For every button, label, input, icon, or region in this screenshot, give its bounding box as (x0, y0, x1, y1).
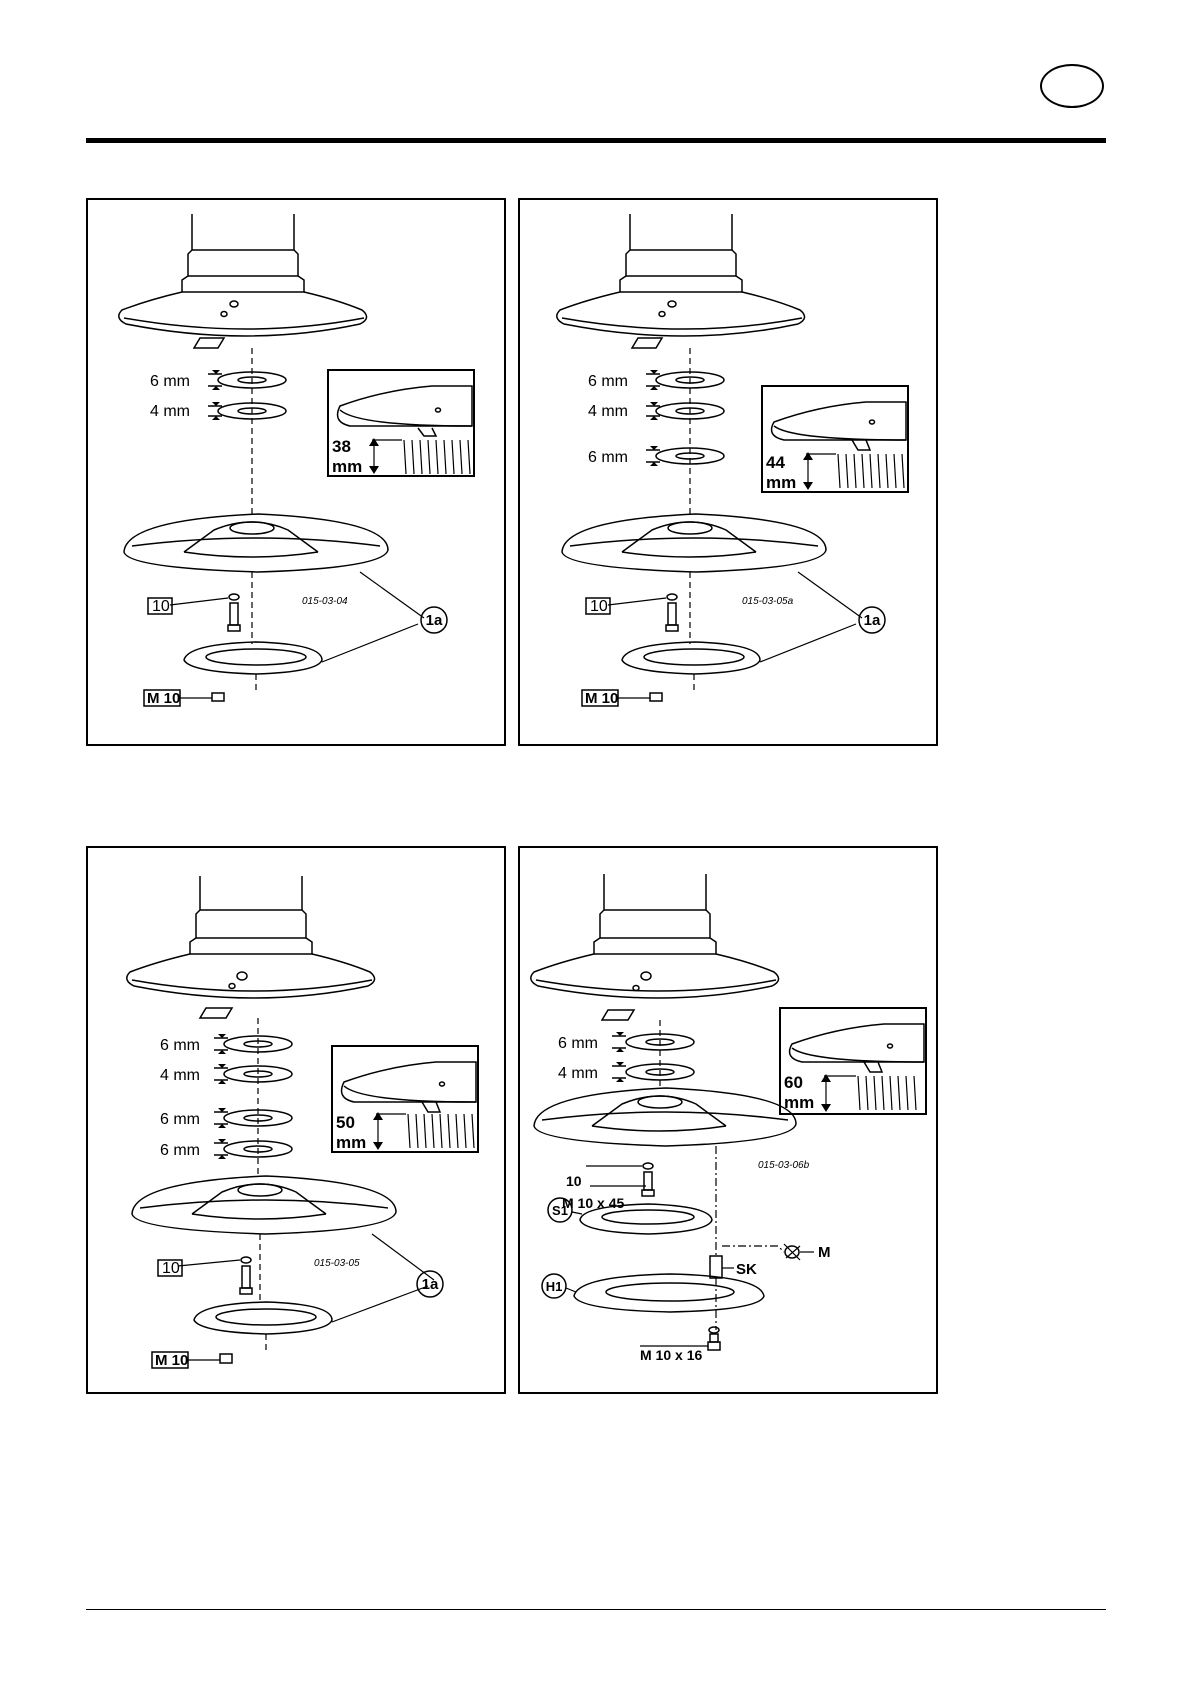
washer-label: 10 (590, 598, 608, 615)
guard-label: H1 (546, 1279, 563, 1294)
assembly-drawing-4: 6 mm 4 mm 60 mm 10 M 10 x 45 S1 H1 SK M … (520, 848, 936, 1392)
language-badge (1040, 64, 1104, 108)
figure-code: 015-03-06b (758, 1160, 810, 1171)
shim-label-3: 6 mm (160, 1111, 200, 1128)
inset-dimension-unit: mm (784, 1093, 814, 1112)
part-label: 1a (864, 612, 881, 629)
ring-label: S1 (552, 1203, 568, 1218)
shim-label-2: 4 mm (150, 403, 190, 420)
assembly-drawing-2: 6 mm 4 mm 6 mm 44 mm 10 M 10 1a 015-03-0… (520, 200, 936, 744)
washer-label: 10 (152, 598, 170, 615)
inset-dimension-value: 38 (332, 437, 351, 456)
washer-label: 10 (162, 1260, 180, 1277)
spacer-label: SK (736, 1261, 757, 1278)
figure-panel-4: 6 mm 4 mm 60 mm 10 M 10 x 45 S1 H1 SK M … (518, 846, 938, 1394)
shim-label-1: 6 mm (160, 1037, 200, 1054)
bolt-top-label: M 10 x 45 (562, 1195, 624, 1211)
shim-label-1: 6 mm (558, 1035, 598, 1052)
bolt-bottom-label: M 10 x 16 (640, 1347, 702, 1363)
nut-label: M 10 (585, 690, 618, 707)
figure-panel-1: 6 mm 4 mm 38 mm 10 M 10 1a 015-03-04 (86, 198, 506, 746)
shim-label-1: 6 mm (588, 373, 628, 390)
figure-code: 015-03-04 (302, 596, 348, 607)
shim-label-2: 4 mm (558, 1065, 598, 1082)
figure-code: 015-03-05 (314, 1258, 360, 1269)
figure-panel-2: 6 mm 4 mm 6 mm 44 mm 10 M 10 1a 015-03-0… (518, 198, 938, 746)
inset-dimension-value: 60 (784, 1073, 803, 1092)
nut-label: M 10 (155, 1352, 188, 1369)
footer-rule (86, 1609, 1106, 1610)
shim-label-1: 6 mm (150, 373, 190, 390)
inset-dimension-value: 44 (766, 453, 785, 472)
inset-dimension-unit: mm (766, 473, 796, 492)
shim-label-2: 4 mm (160, 1067, 200, 1084)
part-label: 1a (426, 612, 443, 629)
assembly-drawing-3: 6 mm 4 mm 6 mm 6 mm 50 mm 10 M 10 1a 015… (88, 848, 504, 1392)
shim-label-3: 6 mm (588, 449, 628, 466)
inset-dimension-value: 50 (336, 1113, 355, 1132)
inset-dimension-unit: mm (336, 1133, 366, 1152)
shim-label-2: 4 mm (588, 403, 628, 420)
figure-code: 015-03-05a (742, 596, 794, 607)
washer-label: 10 (566, 1173, 582, 1189)
figure-panel-3: 6 mm 4 mm 6 mm 6 mm 50 mm 10 M 10 1a 015… (86, 846, 506, 1394)
assembly-drawing-1: 6 mm 4 mm 38 mm 10 M 10 1a 015-03-04 (88, 200, 504, 744)
inset-dimension-unit: mm (332, 457, 362, 476)
nut-label: M (818, 1244, 831, 1261)
shim-label-4: 6 mm (160, 1142, 200, 1159)
part-label: 1a (422, 1276, 439, 1293)
header-rule (86, 138, 1106, 143)
nut-label: M 10 (147, 690, 180, 707)
